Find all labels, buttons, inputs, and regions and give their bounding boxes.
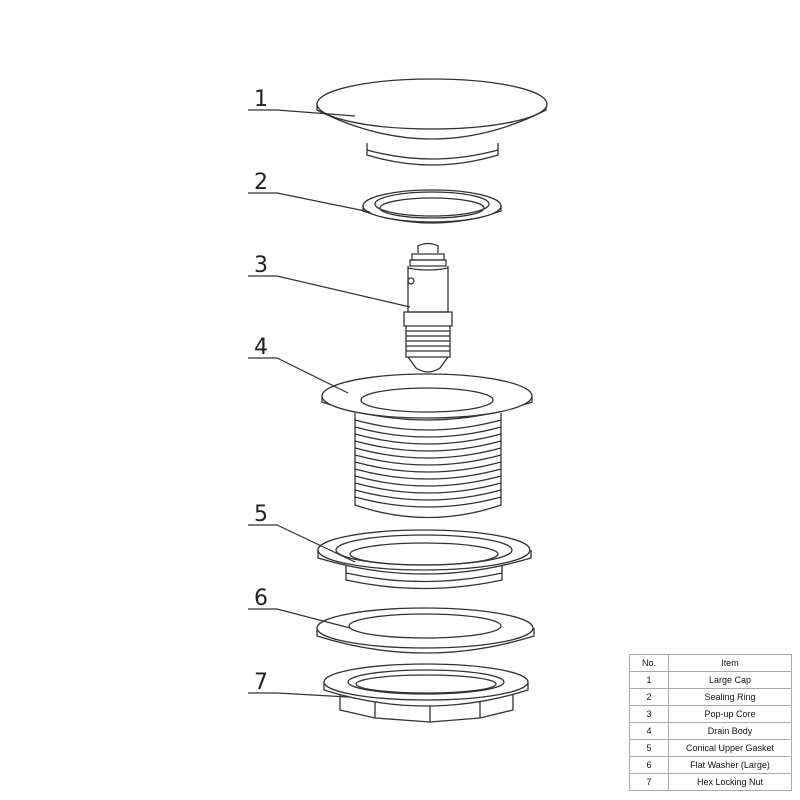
row-item: Flat Washer (Large) [668,756,792,774]
row-no: 3 [629,705,669,723]
table-row: 7 Hex Locking Nut [629,773,792,791]
table-row: 6 Flat Washer (Large) [629,756,792,774]
row-item: Large Cap [668,671,792,689]
table-row: 1 Large Cap [629,671,792,689]
callout-4: 4 [254,335,268,360]
table-header-row: No. Item [629,654,792,672]
part-popup-core [403,242,453,373]
header-no: No. [629,654,669,672]
parts-list-table: No. Item 1 Large Cap 2 Sealing Ring 3 Po… [629,654,792,791]
callout-5: 5 [254,502,268,527]
part-hex-locking-nut [323,663,529,723]
part-conical-upper-gasket [317,529,532,590]
row-item: Sealing Ring [668,688,792,706]
row-no: 4 [629,722,669,740]
row-item: Pop-up Core [668,705,792,723]
row-item: Hex Locking Nut [668,773,792,791]
part-large-cap [316,78,548,166]
table-row: 5 Conical Upper Gasket [629,739,792,757]
table-row: 3 Pop-up Core [629,705,792,723]
callout-3: 3 [254,253,268,278]
table-row: 4 Drain Body [629,722,792,740]
callout-7: 7 [254,670,268,695]
callout-numbers: 1 2 3 4 5 6 7 [254,87,268,695]
part-sealing-ring [362,189,502,224]
callout-2: 2 [254,170,268,195]
row-item: Drain Body [668,722,792,740]
table-row: 2 Sealing Ring [629,688,792,706]
leader-lines [248,109,411,698]
part-drain-body [321,373,533,519]
part-flat-washer [316,607,535,654]
row-no: 1 [629,671,669,689]
header-item: Item [668,654,792,672]
callout-1: 1 [254,87,268,112]
callout-6: 6 [254,586,268,611]
row-no: 5 [629,739,669,757]
row-no: 2 [629,688,669,706]
row-no: 7 [629,773,669,791]
row-item: Conical Upper Gasket [668,739,792,757]
row-no: 6 [629,756,669,774]
